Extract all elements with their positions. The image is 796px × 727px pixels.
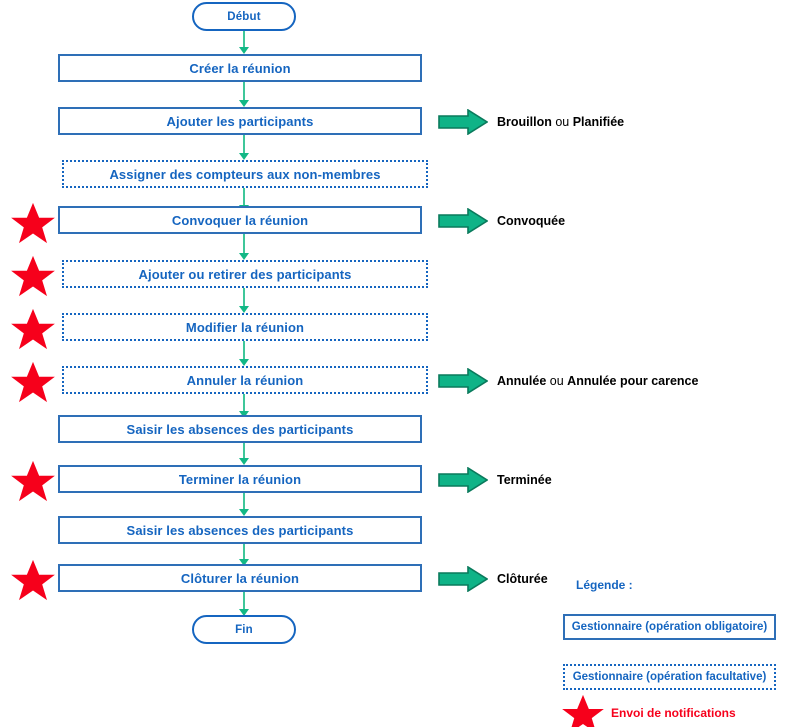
node-step-1[interactable]: Ajouter les participants — [58, 107, 422, 135]
green-right-arrow-icon-2 — [438, 368, 488, 394]
status-label-1: Convoquée — [497, 214, 565, 228]
legend-item-mandatory: Gestionnaire (opération obligatoire) — [563, 614, 776, 640]
status-label-2: Annulée ou Annulée pour carence — [497, 374, 698, 388]
status-label-3-part-1: Terminée — [497, 473, 552, 487]
connector-step-10-to-end — [238, 592, 250, 616]
node-step-9-label: Saisir les absences des participants — [126, 522, 354, 538]
node-step-3-label: Convoquer la réunion — [171, 212, 309, 228]
node-start-label: Début — [227, 10, 261, 23]
legend-title: Légende : — [576, 578, 633, 592]
status-label-4: Clôturée — [497, 572, 548, 586]
connector-step-1-to-step-2 — [238, 135, 250, 160]
node-step-8[interactable]: Terminer la réunion — [58, 465, 422, 493]
node-step-3[interactable]: Convoquer la réunion — [58, 206, 422, 234]
legend-item-optional-label: Gestionnaire (opération facultative) — [572, 671, 767, 683]
node-step-2[interactable]: Assigner des compteurs aux non-membres — [62, 160, 428, 188]
node-step-7-label: Saisir les absences des participants — [126, 421, 354, 437]
star-icon-step-10 — [11, 559, 55, 601]
node-step-6[interactable]: Annuler la réunion — [62, 366, 428, 394]
status-label-2-part-1: Annulée — [497, 374, 547, 388]
node-step-0-label: Créer la réunion — [189, 60, 291, 76]
node-step-6-label: Annuler la réunion — [186, 372, 304, 388]
status-label-1-part-1: Convoquée — [497, 214, 566, 228]
node-step-1-label: Ajouter les participants — [166, 113, 314, 129]
status-label-2-part-2: Annulée pour carence — [567, 374, 699, 388]
star-icon-step-6 — [11, 361, 55, 403]
connector-step-0-to-step-1 — [238, 82, 250, 107]
node-step-8-label: Terminer la réunion — [178, 471, 302, 487]
green-right-arrow-icon-3 — [438, 467, 488, 493]
node-step-0[interactable]: Créer la réunion — [58, 54, 422, 82]
node-step-9[interactable]: Saisir les absences des participants — [58, 516, 422, 544]
connector-step-5-to-step-6 — [238, 341, 250, 366]
node-step-10-label: Clôturer la réunion — [180, 570, 300, 586]
node-step-7[interactable]: Saisir les absences des participants — [58, 415, 422, 443]
status-label-3: Terminée — [497, 473, 552, 487]
connector-start-to-step-0 — [238, 31, 250, 54]
connector-step-3-to-step-4 — [238, 234, 250, 260]
star-icon-step-4 — [11, 255, 55, 297]
connector-step-7-to-step-8 — [238, 443, 250, 465]
status-label-0-conjunction: ou — [551, 115, 573, 129]
node-step-4-label: Ajouter ou retirer des participants — [138, 266, 352, 282]
node-step-10[interactable]: Clôturer la réunion — [58, 564, 422, 592]
node-end: Fin — [192, 615, 296, 644]
star-icon-step-8 — [11, 460, 55, 502]
node-end-label: Fin — [235, 623, 253, 636]
node-step-4[interactable]: Ajouter ou retirer des participants — [62, 260, 428, 288]
node-step-5-label: Modifier la réunion — [185, 319, 305, 335]
node-step-5[interactable]: Modifier la réunion — [62, 313, 428, 341]
connector-step-4-to-step-5 — [238, 288, 250, 313]
star-icon-step-5 — [11, 308, 55, 350]
node-step-2-label: Assigner des compteurs aux non-membres — [109, 166, 381, 182]
status-label-4-part-1: Clôturée — [497, 572, 548, 586]
legend-item-optional: Gestionnaire (opération facultative) — [563, 664, 776, 690]
connector-step-8-to-step-9 — [238, 493, 250, 516]
status-label-2-conjunction: ou — [546, 374, 568, 388]
green-right-arrow-icon-4 — [438, 566, 488, 592]
status-label-0-part-1: Brouillon — [497, 115, 552, 129]
connector-step-9-to-step-10 — [238, 544, 250, 566]
star-icon-legend — [561, 694, 605, 727]
star-icon-step-3 — [11, 202, 55, 244]
green-right-arrow-icon-0 — [438, 109, 488, 135]
legend-item-notification-label: Envoi de notifications — [611, 706, 736, 720]
status-label-0: Brouillon ou Planifiée — [497, 115, 624, 129]
node-start: Début — [192, 2, 296, 31]
legend-item-mandatory-label: Gestionnaire (opération obligatoire) — [571, 621, 768, 633]
status-label-0-part-2: Planifiée — [572, 115, 625, 129]
green-right-arrow-icon-1 — [438, 208, 488, 234]
